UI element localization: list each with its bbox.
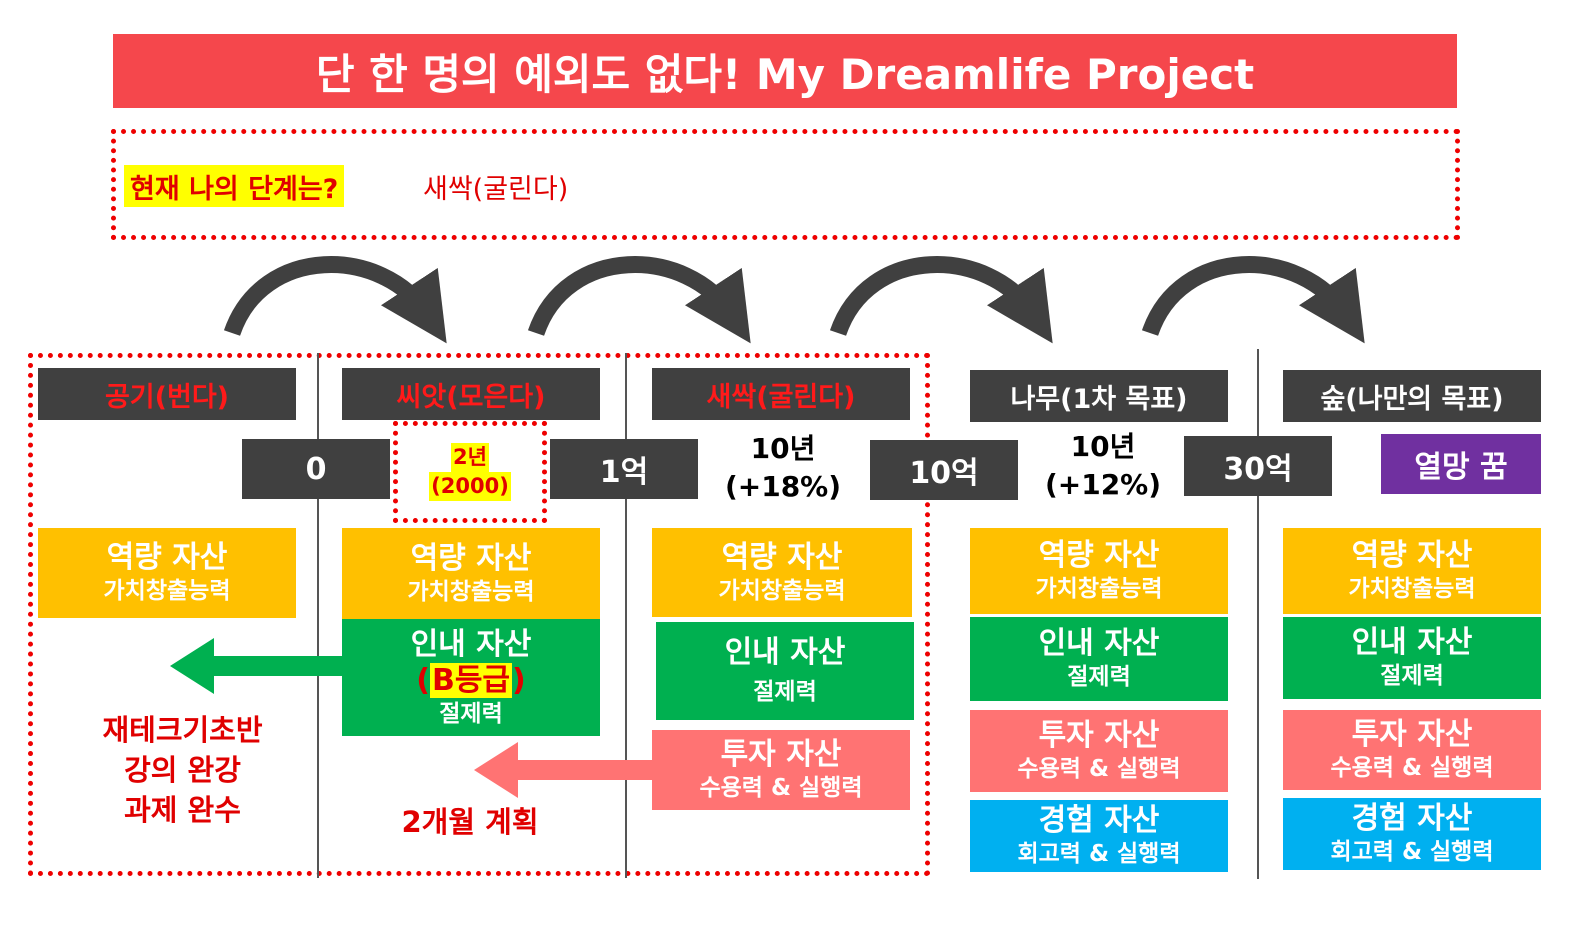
milestone-dream: 열망 꿈 (1381, 434, 1541, 494)
column-divider (625, 353, 627, 878)
column-divider (1257, 349, 1259, 879)
curved-arrow-icon (829, 256, 1053, 344)
title-banner: 단 한 명의 예외도 없다! My Dreamlife Project (113, 34, 1457, 108)
patience-asset-card: 인내 자산 절제력 (1283, 617, 1541, 699)
column-divider (317, 353, 319, 878)
period-box: 2년 (2000) (393, 421, 547, 523)
patience-asset-card: 인내 자산 (B등급) 절제력 (342, 619, 600, 736)
stage-header-air: 공기(번다) (38, 368, 296, 420)
capability-asset-card: 역량 자산 가치창출능력 (970, 528, 1228, 614)
milestone-100m: 1억 (550, 439, 698, 499)
current-phase-box (28, 353, 930, 876)
curved-arrow-icon (527, 256, 751, 344)
plan-note: 2개월 계획 (401, 805, 539, 839)
investment-asset-card: 투자 자산 수용력 & 실행력 (970, 710, 1228, 792)
period-years: 2년 (451, 443, 489, 472)
pink-left-arrow-icon (474, 742, 656, 798)
investment-asset-card: 투자 자산 수용력 & 실행력 (652, 730, 910, 810)
experience-asset-card: 경험 자산 회고력 & 실행력 (1283, 798, 1541, 870)
stage-header-forest: 숲(나만의 목표) (1283, 370, 1541, 422)
curved-arrow-icon (1141, 256, 1365, 344)
milestone-1b: 10억 (870, 440, 1018, 500)
milestone-3b: 30억 (1184, 436, 1332, 496)
investment-asset-card: 투자 자산 수용력 & 실행력 (1283, 710, 1541, 790)
period-amount: (2000) (429, 472, 511, 501)
green-left-arrow-icon (170, 638, 345, 694)
tasks-note: 재테크기초반 강의 완강 과제 완수 (102, 713, 263, 827)
capability-asset-card: 역량 자산 가치창출능력 (1283, 528, 1541, 614)
current-stage-question: 현재 나의 단계는? (124, 165, 345, 207)
stage-header-tree: 나무(1차 목표) (970, 370, 1228, 422)
stage-header-seed: 씨앗(모은다) (342, 368, 600, 420)
patience-grade: (B등급) (416, 662, 526, 698)
growth-rate-1: 10년 (+18%) (724, 432, 842, 503)
title-text: 단 한 명의 예외도 없다! My Dreamlife Project (315, 49, 1255, 99)
capability-asset-card: 역량 자산 가치창출능력 (38, 528, 296, 618)
patience-asset-card: 인내 자산 절제력 (656, 622, 914, 720)
current-stage-answer: 새싹(굴린다) (423, 173, 569, 205)
milestone-0: 0 (242, 439, 390, 499)
capability-asset-card: 역량 자산 가치창출능력 (652, 528, 912, 617)
current-stage-box (111, 129, 1460, 240)
growth-rate-2: 10년 (+12%) (1044, 430, 1162, 501)
patience-asset-card: 인내 자산 절제력 (970, 617, 1228, 701)
experience-asset-card: 경험 자산 회고력 & 실행력 (970, 800, 1228, 872)
stage-header-sprout: 새싹(굴린다) (652, 368, 910, 420)
curved-arrow-icon (223, 256, 447, 344)
progress-arrows (223, 256, 1365, 344)
capability-asset-card: 역량 자산 가치창출능력 (342, 528, 600, 619)
